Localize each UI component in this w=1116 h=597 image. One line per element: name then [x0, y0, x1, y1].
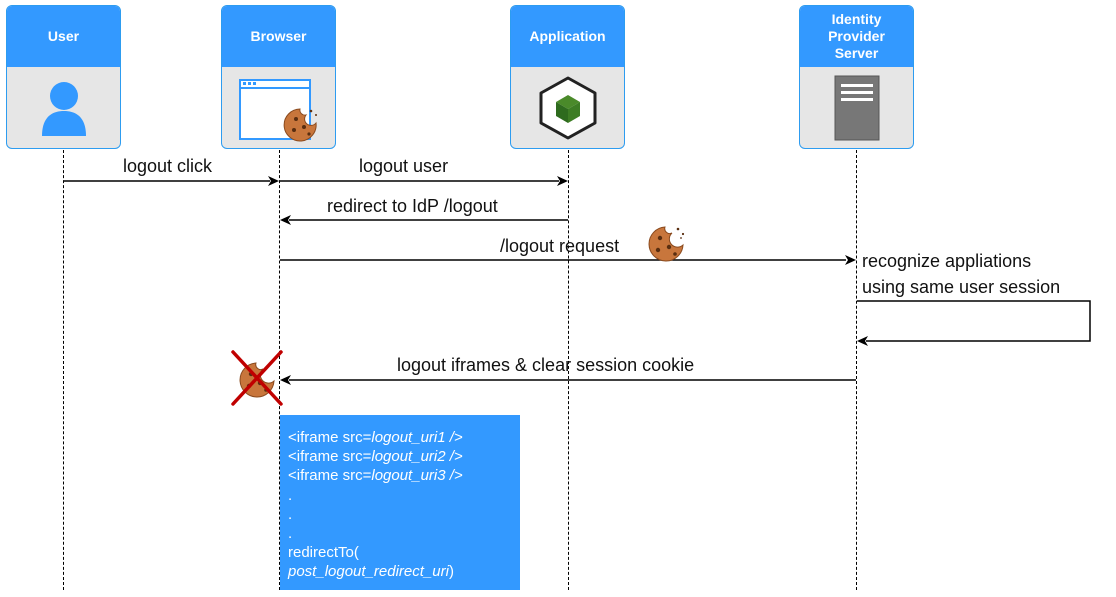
- note-line-2: <iframe src=logout_uri2 />: [288, 447, 512, 466]
- actor-user-label: User: [7, 6, 120, 67]
- label-recognize-line1: recognize appliations: [862, 251, 1032, 271]
- lifeline-application: [568, 150, 569, 590]
- cookie-icon: [648, 226, 685, 262]
- label-logout-request: /logout request: [500, 236, 620, 256]
- note-dot-1: .: [288, 486, 293, 504]
- label-logout-click: logout click: [123, 156, 213, 176]
- user-icon: [7, 67, 120, 148]
- note-line-1-prefix: <iframe src=: [288, 429, 372, 446]
- iframe-note: <iframe src=logout_uri1 /> <iframe src=l…: [280, 415, 520, 590]
- browser-window-icon: [222, 67, 335, 148]
- actor-browser: Browser: [221, 5, 336, 149]
- label-recognize-line2: using same user session: [862, 277, 1061, 297]
- actor-browser-label: Browser: [222, 6, 335, 67]
- lifeline-user: [63, 150, 64, 590]
- actor-idp-label: Identity Provider Server: [800, 6, 913, 67]
- actor-application: Application: [510, 5, 625, 149]
- lifeline-browser: [279, 150, 280, 590]
- note-line-3-value: logout_uri3 />: [371, 467, 463, 485]
- actor-idp: Identity Provider Server: [799, 5, 914, 149]
- actor-user: User: [6, 5, 121, 149]
- note-dot-3: .: [288, 525, 293, 543]
- actor-application-label: Application: [511, 6, 624, 67]
- label-logout-iframes: logout iframes & clear session cookie: [397, 355, 695, 375]
- note-redirect-arg: post_logout_redirect_uri: [288, 563, 449, 581]
- note-line-1-value: logout_uri1 />: [371, 429, 463, 446]
- note-redirect-arg-line: post_logout_redirect_uri): [288, 562, 512, 581]
- note-redirect-call: redirectTo(: [288, 544, 359, 562]
- cookie-icon: [283, 107, 317, 141]
- note-line-3: <iframe src=logout_uri3 />: [288, 466, 512, 485]
- arrow-self-loop: [857, 300, 1091, 342]
- label-logout-user: logout user: [359, 156, 449, 176]
- note-line-1: <iframe src=logout_uri1 />: [288, 428, 512, 447]
- note-redirect-close: ): [448, 563, 454, 581]
- note-dot-2: .: [288, 505, 293, 523]
- note-line-2-prefix: <iframe src=: [288, 448, 372, 466]
- label-redirect: redirect to IdP /logout: [327, 196, 498, 216]
- note-line-2-value: logout_uri2 />: [371, 448, 463, 466]
- server-icon: [800, 67, 913, 148]
- lifeline-idp: [856, 150, 857, 590]
- application-cube-icon: [511, 67, 624, 148]
- crossed-cookie-icon: [231, 350, 283, 406]
- note-line-3-prefix: <iframe src=: [288, 467, 372, 485]
